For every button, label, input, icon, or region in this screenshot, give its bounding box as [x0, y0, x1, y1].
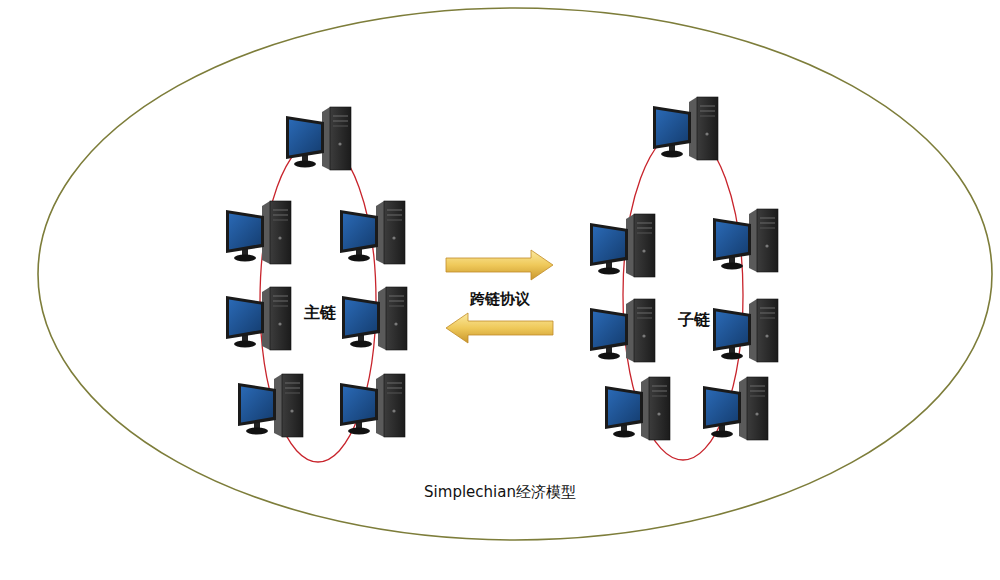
node-text: 主链 — [304, 303, 336, 322]
sub-chain-ring-outline — [623, 130, 743, 460]
main-chain-ring: 主链 — [260, 140, 376, 462]
sub-chain-ring-shape — [623, 130, 743, 460]
node-text: Simplechian经济模型 — [424, 483, 576, 501]
protocol-label: 跨链协议 — [470, 290, 530, 308]
cross-chain-arrow — [446, 313, 553, 343]
main-chain-ring-outline — [260, 140, 376, 462]
economic-model-ellipse-shape — [38, 8, 992, 540]
economic-model-ellipse-outline — [38, 8, 992, 540]
node-text-wrap: 主链 — [304, 303, 336, 322]
economic-model-ellipse: Simplechian经济模型 主链 子链 — [38, 8, 992, 540]
node-text: 子链 — [678, 310, 710, 329]
main-chain-ring-shape — [260, 140, 376, 462]
node-text-wrap: Simplechian经济模型 — [424, 482, 576, 501]
sub-chain-ring: 子链 — [623, 130, 743, 460]
node-text-wrap: 子链 — [678, 310, 710, 329]
protocol-label-wrap: 跨链协议 — [470, 289, 530, 308]
cross-chain-arrow — [446, 250, 553, 280]
